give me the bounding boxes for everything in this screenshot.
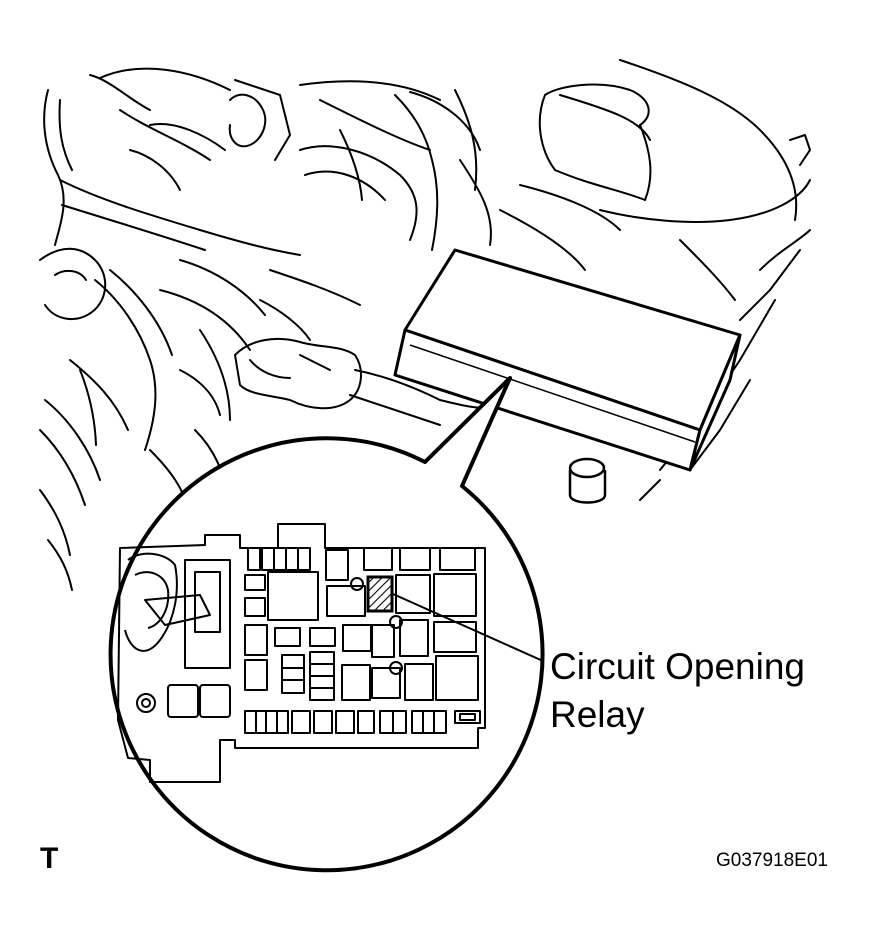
relay-block-stud [568, 457, 607, 504]
view-mark: T [40, 842, 59, 875]
detail-magnifier-outline [108, 376, 545, 873]
callout-line-1: Circuit Opening [550, 646, 806, 687]
circuit-opening-relay-label: Circuit Opening Relay [550, 643, 805, 739]
callout-leader-line [392, 593, 544, 662]
callout-line-2: Relay [550, 694, 645, 735]
circuit-opening-relay-highlight [366, 575, 394, 613]
engine-bay-background [39, 59, 811, 591]
relay-block-housing [393, 248, 742, 472]
relay-box-detail [117, 523, 486, 783]
figure-code: G037918E01 [716, 850, 828, 871]
